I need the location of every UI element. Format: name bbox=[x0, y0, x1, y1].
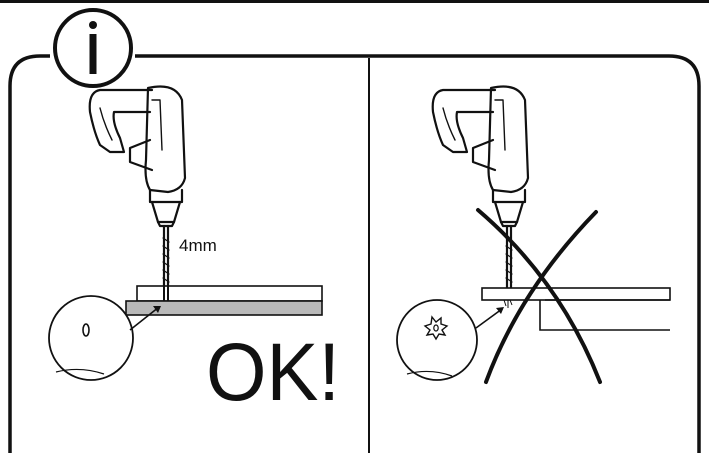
drill-icon bbox=[431, 85, 530, 290]
instruction-frame bbox=[8, 54, 701, 453]
drill-bit-size-label: 4mm bbox=[179, 236, 217, 255]
shelf-board bbox=[481, 287, 671, 331]
drill-icon bbox=[88, 85, 187, 288]
ok-verdict: OK! bbox=[206, 327, 340, 418]
hole-magnifier bbox=[48, 295, 161, 381]
clean-hole-icon bbox=[82, 323, 90, 337]
left-panel: 4mm OK! bbox=[48, 85, 340, 418]
splintered-hole-icon bbox=[423, 315, 449, 341]
hole-magnifier bbox=[396, 299, 504, 381]
shelf-board bbox=[125, 285, 323, 316]
info-icon bbox=[89, 21, 97, 29]
info-badge: i bbox=[0, 0, 133, 88]
wrong-cross-mark bbox=[476, 208, 602, 384]
right-panel bbox=[396, 85, 671, 384]
